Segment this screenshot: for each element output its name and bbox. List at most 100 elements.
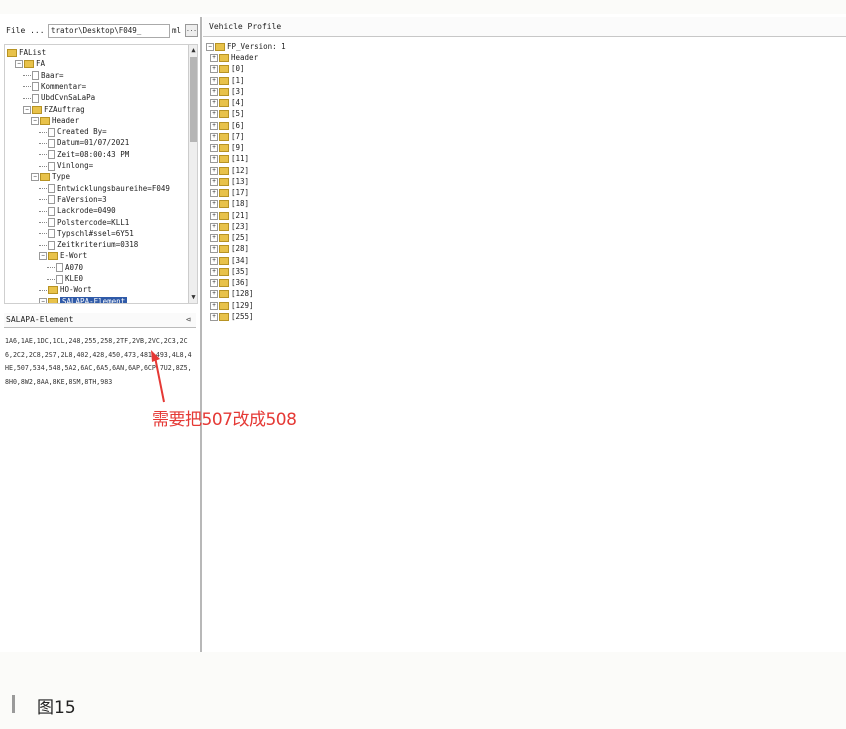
tree-node[interactable]: HO-Wort bbox=[39, 284, 92, 295]
expand-toggle-icon[interactable]: + bbox=[210, 144, 218, 152]
tree-node[interactable]: Polstercode=KLL1 bbox=[39, 217, 129, 228]
expand-toggle-icon[interactable]: + bbox=[210, 301, 218, 310]
expand-toggle-icon[interactable]: − bbox=[206, 43, 214, 51]
tree-node[interactable]: Zeitkriterium=0318 bbox=[39, 239, 138, 250]
tree-node-label: FA bbox=[36, 59, 46, 69]
vp-node[interactable]: +[35] bbox=[210, 266, 249, 277]
expand-toggle-icon[interactable]: + bbox=[210, 132, 218, 141]
expand-toggle-icon[interactable]: + bbox=[210, 177, 218, 186]
expand-toggle-icon[interactable]: + bbox=[210, 279, 218, 287]
vp-node-label: [17] bbox=[231, 188, 250, 197]
vp-node[interactable]: +[18] bbox=[210, 198, 249, 209]
vp-node[interactable]: +[7] bbox=[210, 131, 245, 142]
vehicle-profile-tree[interactable]: −FP_Version: 1+Header+[0]+[1]+[3]+[4]+[5… bbox=[206, 41, 456, 341]
tree-node[interactable]: −E-Wort bbox=[39, 250, 87, 261]
tree-node[interactable]: −SALAPA-Element bbox=[39, 296, 128, 303]
tree-node[interactable]: A070 bbox=[47, 262, 83, 273]
vp-node[interactable]: + [17] bbox=[210, 187, 249, 198]
expand-toggle-icon[interactable]: + bbox=[210, 76, 218, 85]
browse-button[interactable]: ... bbox=[185, 24, 198, 37]
tree-node-label: Entwicklungsbaureihe=F049 bbox=[57, 183, 170, 193]
tree-node[interactable]: −Type bbox=[31, 171, 70, 182]
vp-node[interactable]: + [25] bbox=[210, 232, 249, 243]
vp-node-label: [25] bbox=[231, 233, 250, 242]
vp-node[interactable]: +[0] bbox=[210, 63, 245, 74]
tree-connector bbox=[23, 97, 31, 99]
tree-node[interactable]: KLE0 bbox=[47, 273, 83, 284]
expand-toggle-icon[interactable]: − bbox=[31, 116, 39, 125]
expand-toggle-icon[interactable]: + bbox=[210, 121, 218, 130]
folder-icon bbox=[219, 144, 229, 152]
tree-node[interactable]: Vinlong= bbox=[39, 160, 93, 171]
vp-node[interactable]: +[9] bbox=[210, 142, 245, 153]
tree-node[interactable]: Created By= bbox=[39, 126, 107, 137]
expand-toggle-icon[interactable]: + bbox=[210, 166, 218, 175]
scroll-up-arrow-icon[interactable]: ▲ bbox=[191, 46, 196, 54]
expand-toggle-icon[interactable]: + bbox=[210, 211, 218, 220]
vp-node[interactable]: +[13] bbox=[210, 176, 249, 187]
scroll-thumb[interactable] bbox=[190, 57, 197, 142]
vp-node[interactable]: +[3] bbox=[210, 86, 245, 97]
tree-node[interactable]: Lackrode=0490 bbox=[39, 205, 116, 216]
vp-node[interactable]: +[36] bbox=[210, 277, 249, 288]
tree-node[interactable]: Zeit=08:00:43 PM bbox=[39, 149, 129, 160]
expand-toggle-icon[interactable]: + bbox=[210, 189, 218, 197]
expand-toggle-icon[interactable]: + bbox=[210, 245, 218, 254]
vp-node[interactable]: +[21] bbox=[210, 210, 249, 221]
expand-toggle-icon[interactable]: − bbox=[31, 173, 39, 182]
tree-node[interactable]: FaVersion=3 bbox=[39, 194, 107, 205]
expand-toggle-icon[interactable]: + bbox=[210, 222, 218, 231]
vp-root-node[interactable]: −FP_Version: 1 bbox=[206, 41, 286, 52]
expand-toggle-icon[interactable]: − bbox=[15, 60, 23, 69]
expand-toggle-icon[interactable]: + bbox=[210, 110, 218, 119]
vp-node-label: [1] bbox=[231, 75, 245, 85]
folder-icon bbox=[48, 252, 58, 261]
vp-node[interactable]: +[129] bbox=[210, 300, 254, 311]
tree-node[interactable]: Datum=01/07/2021 bbox=[39, 137, 129, 148]
salapa-text-area[interactable]: 1A6,1AE,1DC,1CL,248,255,258,2TF,2VB,2VC,… bbox=[5, 337, 192, 386]
vp-node[interactable]: + [1] bbox=[210, 75, 245, 86]
scroll-down-arrow-icon[interactable]: ▼ bbox=[191, 293, 196, 301]
expand-toggle-icon[interactable]: + bbox=[210, 312, 218, 321]
vp-node[interactable]: +[34] bbox=[210, 255, 249, 266]
tree-node[interactable]: −FZAuftrag bbox=[23, 104, 85, 115]
vp-node[interactable]: +[6] bbox=[210, 120, 245, 131]
vp-node[interactable]: +[4] bbox=[210, 97, 245, 108]
vp-node[interactable]: +Header bbox=[210, 52, 258, 63]
expand-toggle-icon[interactable]: − bbox=[39, 297, 47, 303]
expand-toggle-icon[interactable]: + bbox=[210, 155, 218, 164]
expand-toggle-icon[interactable]: + bbox=[210, 290, 218, 299]
vp-node[interactable]: +[12] bbox=[210, 165, 249, 176]
expand-toggle-icon[interactable]: + bbox=[210, 87, 218, 96]
tree-node[interactable]: Entwicklungsbaureihe=F049 bbox=[39, 183, 170, 194]
expand-toggle-icon[interactable]: − bbox=[39, 252, 47, 261]
tree-scrollbar[interactable]: ▲ ▼ bbox=[188, 45, 197, 303]
vp-node[interactable]: +[5] bbox=[210, 108, 245, 119]
folder-icon bbox=[48, 286, 58, 295]
vp-node[interactable]: + [255] bbox=[210, 311, 254, 322]
tree-node[interactable]: UbdCvnSaLaPa bbox=[23, 92, 95, 103]
vp-node[interactable]: +[28] bbox=[210, 243, 249, 254]
tree-node[interactable]: FAList bbox=[7, 47, 46, 58]
vp-node[interactable]: +[11] bbox=[210, 153, 249, 164]
vp-node-label: [255] bbox=[231, 311, 254, 321]
expand-toggle-icon[interactable]: + bbox=[210, 256, 218, 265]
expand-toggle-icon[interactable]: + bbox=[210, 54, 218, 62]
tree-node[interactable]: − FA bbox=[15, 58, 45, 69]
expand-toggle-icon[interactable]: − bbox=[23, 105, 31, 114]
expand-toggle-icon[interactable]: + bbox=[210, 267, 218, 276]
tree-node[interactable]: Baar= bbox=[23, 70, 64, 81]
pin-icon[interactable]: ⊲ bbox=[186, 315, 191, 324]
file-path-input[interactable]: trator\Desktop\F049_ bbox=[48, 24, 170, 38]
expand-toggle-icon[interactable]: + bbox=[210, 200, 218, 209]
tree-node[interactable]: Kommentar= bbox=[23, 81, 86, 92]
expand-toggle-icon[interactable]: + bbox=[210, 65, 218, 74]
tree-node[interactable]: −Header bbox=[31, 115, 79, 126]
tree-node[interactable]: Typschl#ssel=6Y51 bbox=[39, 228, 134, 239]
vp-node[interactable]: +[128] bbox=[210, 288, 254, 299]
vp-node[interactable]: +[23] bbox=[210, 221, 249, 232]
expand-toggle-icon[interactable]: + bbox=[210, 234, 218, 242]
expand-toggle-icon[interactable]: + bbox=[210, 99, 218, 107]
folder-icon bbox=[219, 267, 229, 276]
